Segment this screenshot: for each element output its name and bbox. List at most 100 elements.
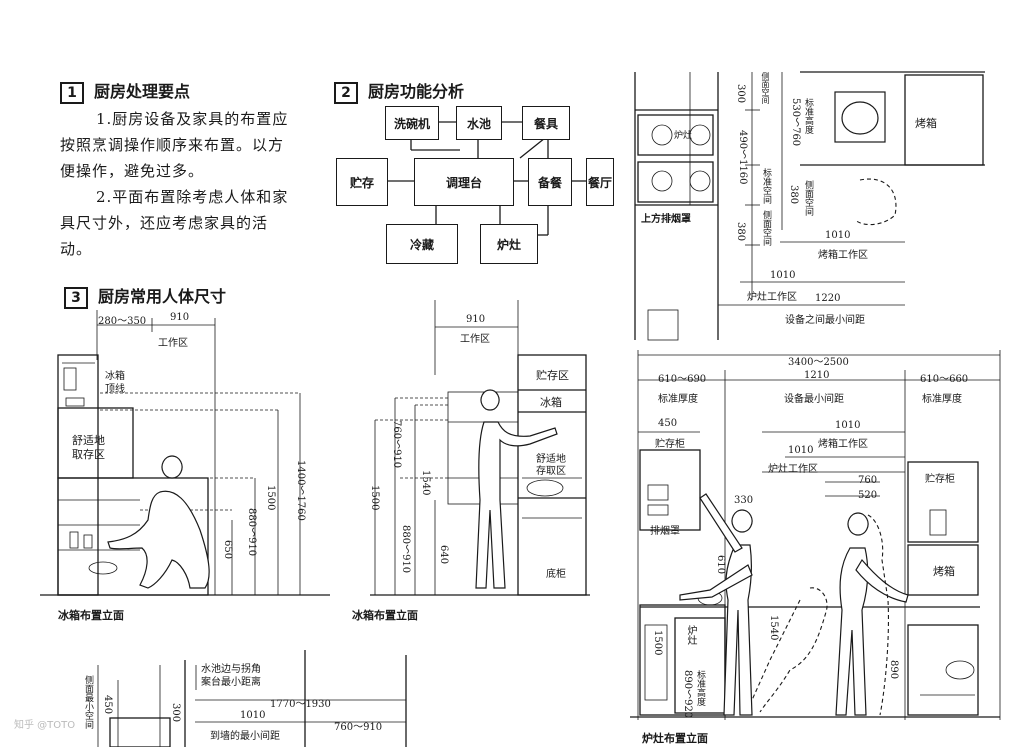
dim-910: 910 [466, 314, 486, 325]
section-title: 厨房处理要点 [94, 82, 191, 101]
vdim-1540: 1540 [420, 470, 431, 496]
section-title: 厨房常用人体尺寸 [98, 287, 227, 306]
stove-elevation-caption: 炉灶布置立面 [642, 732, 708, 745]
para-line: 动。 [60, 240, 93, 258]
vdim-610: 610 [715, 555, 726, 575]
para-line: 按照烹调操作顺序来布置。以方 [60, 136, 285, 154]
hood-label: 上方排烟罩 [641, 214, 691, 225]
vdim-760-910: 760～910 [391, 420, 402, 469]
side-label-left: 标准厚度 [658, 394, 698, 405]
plan-dim-value: 1010 [770, 270, 796, 281]
para-line: 2.平面布置除考虑人体和家 [96, 188, 289, 206]
side-min-space-label: 侧面最小空间 [83, 675, 93, 729]
dim-330: 330 [734, 495, 754, 506]
box-sink: 水池 [456, 106, 502, 140]
box-fridge: 冷藏 [386, 224, 458, 264]
box-dining: 餐厅 [586, 158, 614, 206]
fridge-label: 冰箱 [540, 396, 562, 409]
plan-dim-value: 1220 [815, 293, 841, 304]
para-line: 具尺寸外，还应考虑家具的活 [60, 214, 269, 232]
box-serving: 备餐 [528, 158, 572, 206]
dim-760-910: 760～910 [334, 722, 383, 733]
storage-cabinet-label: 贮存柜 [655, 439, 685, 450]
comfort-label-2: 存取区 [536, 466, 566, 477]
plan-dim-label: 设备之间最小间距 [785, 315, 865, 326]
vdim-1400-1760: 1400～1760 [295, 460, 306, 521]
vdim-880-910: 880～910 [400, 525, 411, 574]
plan-vlabel: 标准空间 [761, 168, 771, 204]
comfort-zone-label-2: 取存区 [72, 448, 105, 461]
storage-area-label: 贮存区 [536, 369, 569, 382]
standard-height-label: 标准高度 [695, 670, 705, 706]
oven-label: 烤箱 [933, 565, 955, 578]
oven-area-label: 烤箱工作区 [818, 439, 868, 450]
side-dim-left: 610～690 [658, 374, 707, 385]
side-label-middle: 设备最小间距 [784, 394, 844, 405]
plan-vlabel: 300 [735, 84, 746, 104]
dim-1770-1930: 1770～1930 [270, 699, 331, 710]
vdim-1500: 1500 [369, 485, 380, 511]
side-dim-middle: 1210 [804, 370, 830, 381]
wall-distance-label: 到墙的最小间距 [210, 731, 280, 742]
work-area-label: 工作区 [460, 334, 490, 345]
box-dishwasher: 洗碗机 [385, 106, 439, 140]
oven-label: 烤箱 [915, 117, 937, 130]
plan-vlabel: 490～1160 [737, 130, 748, 185]
plan-vlabel: 侧面空间 [761, 72, 770, 104]
box-prep: 调理台 [414, 158, 514, 206]
fridge-top-label-2: 顶线 [105, 384, 125, 395]
plan-vlabel: 侧面空间 [761, 210, 771, 246]
section-title: 厨房功能分析 [368, 82, 465, 101]
stove-area-dim: 1010 [788, 445, 814, 456]
stove-area-label: 炉灶工作区 [768, 464, 818, 475]
sink-corner-note-2: 案台最小距离 [201, 677, 261, 688]
vdim-640: 640 [438, 545, 449, 565]
vdim-450: 450 [102, 695, 113, 715]
vdim-1540: 1540 [768, 615, 779, 641]
para-line: 便操作，避免过多。 [60, 162, 205, 180]
plan-vlabel: 标准高度 [803, 98, 813, 134]
hood-label: 排烟罩 [650, 526, 680, 537]
dim-910: 910 [170, 312, 190, 323]
plan-dim-label: 炉灶工作区 [747, 292, 797, 303]
work-area-label: 工作区 [158, 338, 188, 349]
stove-label: 炉灶 [685, 625, 696, 645]
plan-vlabel: 380 [788, 185, 799, 205]
vdim-1500: 1500 [265, 485, 276, 511]
burner-label: 炉灶 [674, 131, 693, 141]
vdim-650: 650 [222, 540, 233, 560]
comfort-zone-label-1: 舒适地 [72, 434, 105, 447]
vdim-890-920: 890～920 [682, 670, 693, 719]
storage-dim: 450 [658, 418, 678, 429]
box-stove: 炉灶 [480, 224, 538, 264]
base-cabinet-label: 底柜 [546, 569, 566, 580]
sink-corner-note-1: 水池边与拐角 [201, 664, 261, 675]
fig2-caption: 冰箱布置立面 [352, 609, 418, 622]
comfort-label-1: 舒适地 [536, 454, 566, 465]
plan-dim-value: 1010 [825, 230, 851, 241]
dim-280-350: 280～350 [98, 316, 147, 327]
vdim-880-910: 880～910 [246, 508, 257, 557]
right-storage-label: 贮存柜 [925, 474, 955, 485]
dim-520: 520 [858, 490, 878, 501]
vdim-1500: 1500 [652, 630, 663, 656]
side-dim-right: 610～660 [920, 374, 969, 385]
dim-760: 760 [858, 475, 878, 486]
section-1-text: 1.厨房设备及家具的布置应 按照烹调操作顺序来布置。以方 便操作，避免过多。 2… [60, 106, 325, 262]
section-2-heading: 2 厨房功能分析 [334, 78, 464, 104]
section-number: 2 [334, 82, 358, 104]
fridge-top-label-1: 冰箱 [105, 371, 125, 382]
box-storage: 贮存 [336, 158, 388, 206]
oven-area-dim: 1010 [835, 420, 861, 431]
vdim-300: 300 [170, 703, 181, 723]
total-width-dim: 3400～2500 [788, 357, 849, 368]
vdim-890: 890 [888, 660, 899, 680]
dim-1010: 1010 [240, 710, 266, 721]
